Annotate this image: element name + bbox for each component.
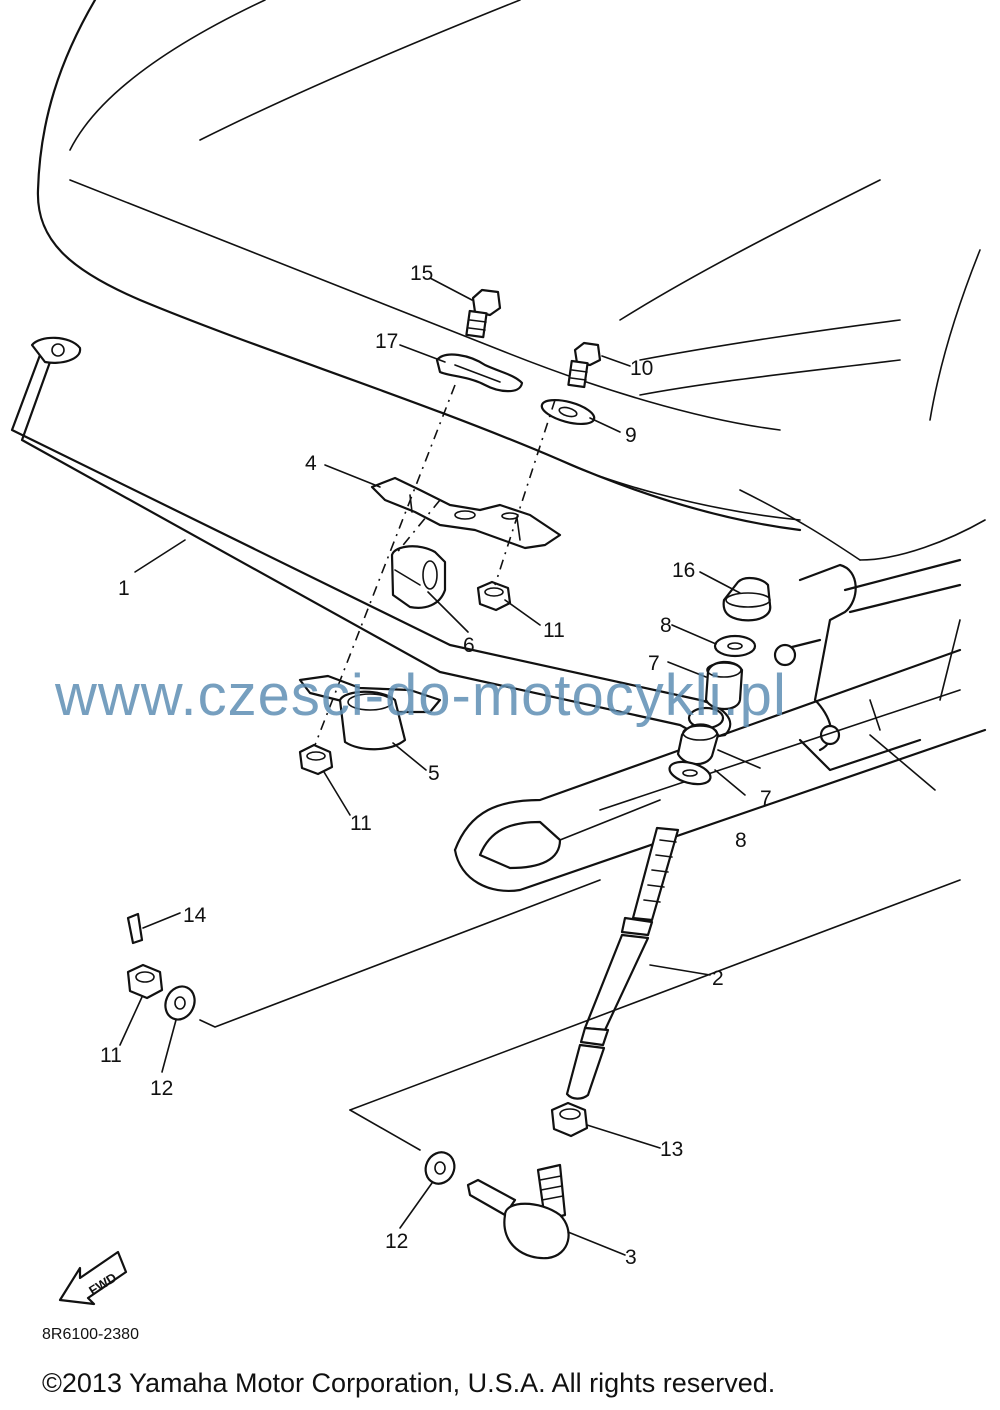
nut-part-13: [550, 1101, 589, 1138]
pin-part-14: [126, 912, 144, 945]
washer-part-8-upper: [713, 634, 757, 658]
forward-arrow-icon: FWD: [58, 1250, 128, 1306]
bracket-part-5: [298, 674, 442, 751]
bracket-part-4: [370, 476, 562, 550]
diagram-code: 8R6100-2380: [42, 1326, 139, 1343]
bush-part-6: [390, 545, 447, 609]
callout-5: 5: [428, 762, 440, 785]
cushion-part-7-upper: [704, 660, 744, 711]
callout-3: 3: [625, 1246, 637, 1269]
nut-part-11-lower: [298, 743, 334, 776]
washer-part-9: [540, 398, 596, 426]
callout-15: 15: [410, 262, 433, 285]
callout-labels: 15 17 10 9 4 1 16 8 7 6 11 5 7 8 11 14 2…: [100, 262, 772, 1269]
copyright-notice: ©2013 Yamaha Motor Corporation, U.S.A. A…: [42, 1368, 776, 1398]
footrest-plate: [453, 648, 987, 893]
plate-part-17: [435, 353, 524, 393]
stabilizer-bar: [10, 336, 732, 738]
washer-part-12-left: [164, 985, 196, 1021]
nut-part-11-left: [126, 963, 164, 1000]
callout-11-left: 11: [100, 1044, 122, 1067]
callout-6: 6: [463, 634, 475, 657]
cushion-part-7-lower: [676, 723, 720, 766]
callout-11-lower: 11: [350, 812, 372, 835]
callout-8-upper: 8: [660, 614, 672, 637]
callout-12-bottom: 12: [385, 1230, 408, 1253]
callout-4: 4: [305, 452, 317, 475]
callout-12-left: 12: [150, 1077, 173, 1100]
callout-8-lower: 8: [735, 829, 747, 852]
callout-10: 10: [630, 357, 653, 380]
callout-14: 14: [183, 904, 207, 927]
rod-part-2: [565, 826, 680, 1100]
reference-lines: [199, 734, 961, 1151]
bush-part-16: [722, 576, 772, 622]
callout-7-lower: 7: [760, 787, 772, 810]
nut-part-11-upper: [476, 580, 512, 612]
leader-lines: [119, 277, 761, 1256]
washer-part-12-bottom: [424, 1151, 456, 1185]
center-lines: [314, 384, 556, 746]
rod-end-part-3: [466, 1163, 570, 1260]
callout-9: 9: [625, 424, 637, 447]
bolt-part-10: [567, 341, 602, 389]
callout-11-upper: 11: [543, 619, 565, 642]
callout-1: 1: [118, 577, 130, 600]
body-outline: [36, 0, 986, 772]
bolt-part-15: [465, 288, 502, 339]
callout-17: 17: [375, 330, 398, 353]
callout-2: 2: [712, 967, 724, 990]
watermark: www.czesci-do-motocykli.pl: [55, 663, 787, 728]
callout-16: 16: [672, 559, 695, 582]
washer-part-8-lower: [668, 760, 712, 786]
callout-7-upper: 7: [648, 652, 660, 675]
callout-13: 13: [660, 1138, 683, 1161]
